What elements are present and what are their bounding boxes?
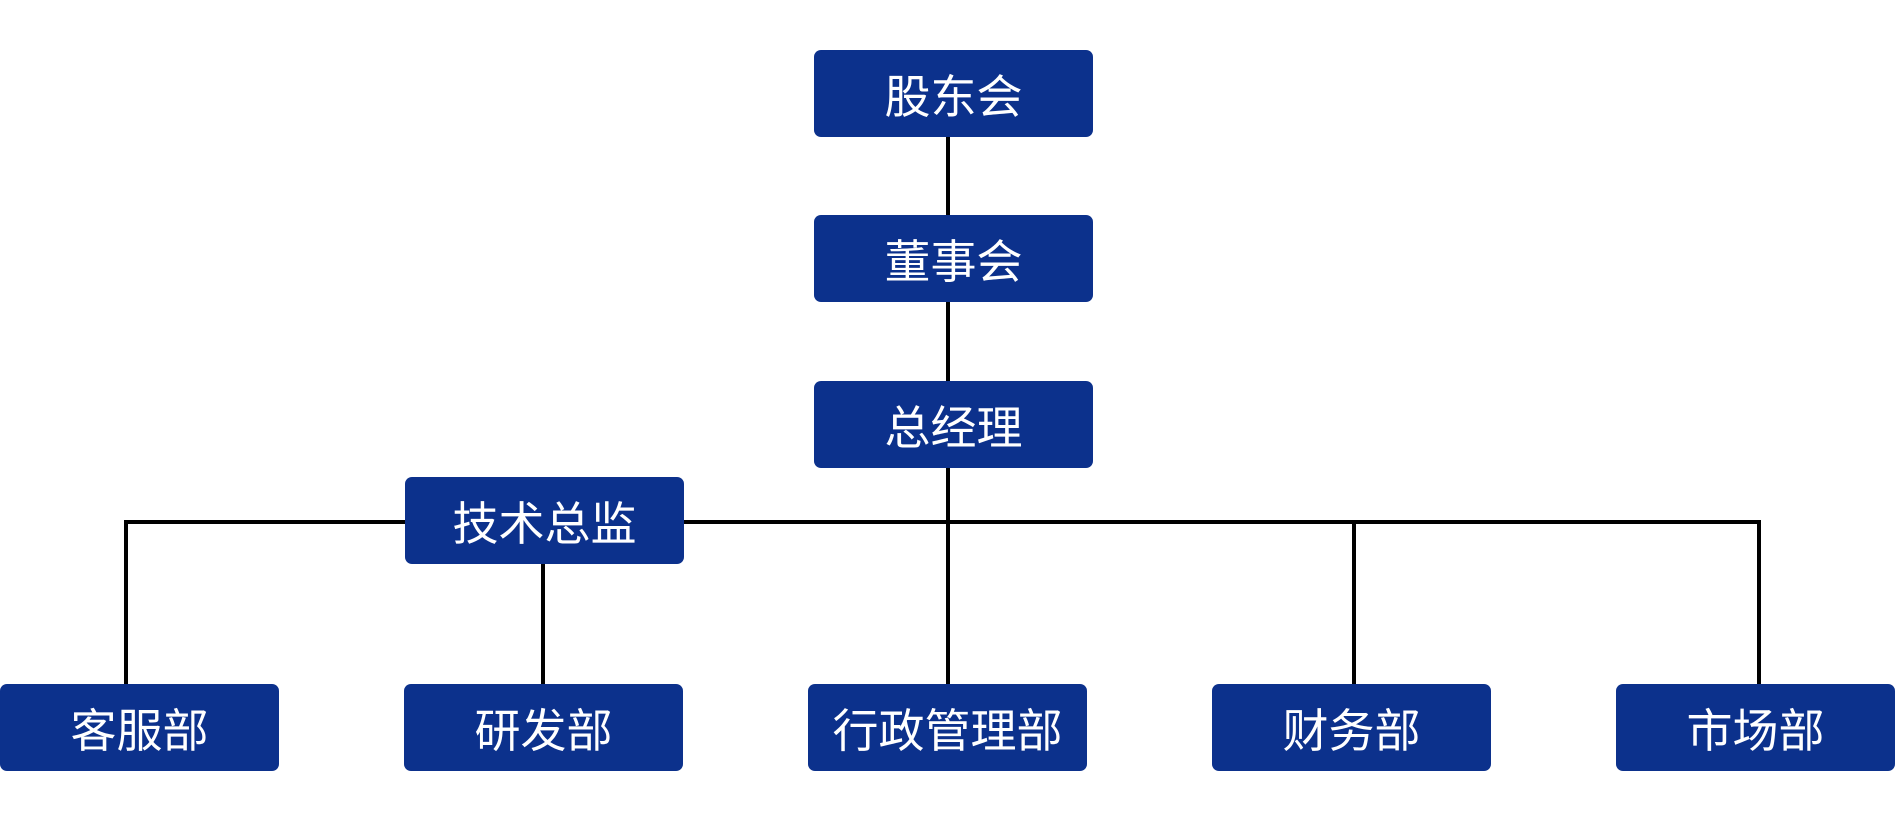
node-board: 董事会 bbox=[814, 215, 1093, 302]
connector-board-general-manager bbox=[946, 302, 950, 381]
connector-marketing bbox=[1757, 520, 1761, 684]
node-customer-service-dept: 客服部 bbox=[0, 684, 279, 771]
connector-customer-service bbox=[124, 520, 128, 684]
connector-finance bbox=[1352, 520, 1356, 684]
node-administration-dept: 行政管理部 bbox=[808, 684, 1087, 771]
node-technical-director: 技术总监 bbox=[405, 477, 684, 564]
connector-general-manager-trunk bbox=[946, 467, 950, 684]
connector-tech-director-rnd bbox=[541, 563, 545, 684]
node-rnd-dept: 研发部 bbox=[404, 684, 683, 771]
node-marketing-dept: 市场部 bbox=[1616, 684, 1895, 771]
connector-horizontal-bus bbox=[124, 520, 1761, 524]
node-finance-dept: 财务部 bbox=[1212, 684, 1491, 771]
connector-shareholders-board bbox=[946, 137, 950, 216]
node-shareholders: 股东会 bbox=[814, 50, 1093, 137]
node-general-manager: 总经理 bbox=[814, 381, 1093, 468]
